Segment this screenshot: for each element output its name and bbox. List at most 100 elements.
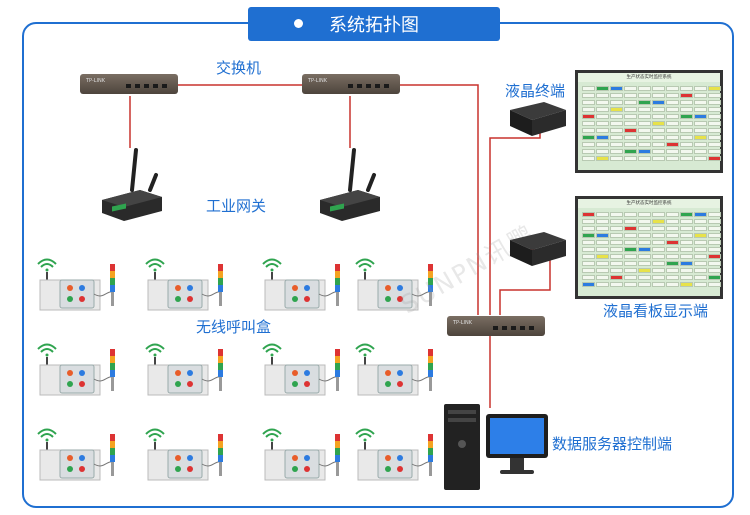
screen-cell bbox=[610, 121, 623, 126]
screen-cell bbox=[680, 93, 693, 98]
diagram-title: 系统拓扑图 bbox=[329, 15, 419, 36]
screen-cell bbox=[596, 240, 609, 245]
screen-cell bbox=[708, 254, 721, 259]
title-banner: 系统拓扑图 bbox=[248, 7, 500, 41]
screen-cell bbox=[652, 135, 665, 140]
screen-cell bbox=[680, 254, 693, 259]
screen-cell bbox=[666, 128, 679, 133]
screen-cell bbox=[708, 156, 721, 161]
screen-cell bbox=[582, 282, 595, 287]
screen-cell bbox=[610, 128, 623, 133]
screen-cell bbox=[708, 135, 721, 140]
screen-cell bbox=[666, 156, 679, 161]
screen-cell bbox=[610, 149, 623, 154]
screen-cell bbox=[708, 212, 721, 217]
call-box-1 bbox=[37, 258, 115, 311]
screen-cell bbox=[694, 135, 707, 140]
screen-cell bbox=[624, 142, 637, 147]
screen-cell bbox=[666, 268, 679, 273]
wifi-icon bbox=[355, 258, 375, 272]
screen-cell bbox=[638, 233, 651, 238]
screen-cell bbox=[708, 247, 721, 252]
tower-light-icon bbox=[428, 349, 433, 391]
screen-cell bbox=[652, 149, 665, 154]
screen-cell bbox=[624, 261, 637, 266]
lcd-board-label: 液晶看板显示端 bbox=[603, 302, 709, 320]
switch-3: TP-LINK bbox=[447, 316, 545, 336]
call-box-7 bbox=[262, 343, 340, 396]
screen-cell bbox=[638, 121, 651, 126]
wifi-icon bbox=[145, 428, 165, 442]
call-box-12 bbox=[355, 428, 433, 481]
screen-cell bbox=[666, 226, 679, 231]
wifi-icon bbox=[262, 428, 282, 442]
lcd-screen-2: 生产状态实时监控系统 bbox=[575, 196, 723, 299]
screen-cell bbox=[596, 247, 609, 252]
screen-cell bbox=[582, 219, 595, 224]
screen-cell bbox=[708, 100, 721, 105]
switch-2: TP-LINK bbox=[302, 74, 400, 94]
mini-pc-1 bbox=[510, 102, 566, 136]
screen-cell bbox=[596, 268, 609, 273]
screen-cell bbox=[582, 149, 595, 154]
screen-cell bbox=[680, 247, 693, 252]
screen-cell bbox=[666, 121, 679, 126]
screen-cell bbox=[624, 233, 637, 238]
screen-cell bbox=[666, 219, 679, 224]
tower-light-icon bbox=[218, 349, 223, 391]
gateway-2 bbox=[320, 148, 380, 221]
screen-cell bbox=[596, 282, 609, 287]
screen-cell bbox=[624, 107, 637, 112]
screen-cell bbox=[582, 142, 595, 147]
screen-cell bbox=[624, 128, 637, 133]
screen-cell bbox=[680, 268, 693, 273]
wifi-icon bbox=[262, 343, 282, 357]
screen-cell bbox=[596, 93, 609, 98]
screen-cell bbox=[652, 86, 665, 91]
screen-cell bbox=[638, 254, 651, 259]
screen-cell bbox=[596, 100, 609, 105]
screen-cell bbox=[638, 240, 651, 245]
wifi-icon bbox=[37, 428, 57, 442]
screen-cell bbox=[624, 156, 637, 161]
screen-cell bbox=[680, 135, 693, 140]
screen-cell bbox=[652, 247, 665, 252]
screen-cell bbox=[582, 247, 595, 252]
gateway-label: 工业网关 bbox=[206, 197, 267, 215]
screen-cell bbox=[596, 121, 609, 126]
screen-cell bbox=[680, 121, 693, 126]
screen-cell bbox=[694, 268, 707, 273]
screen-cell bbox=[610, 212, 623, 217]
lcd-screen-1: 生产状态实时监控系统 bbox=[575, 70, 723, 173]
screen-cell bbox=[582, 240, 595, 245]
screen-cell bbox=[610, 226, 623, 231]
screen-cell bbox=[624, 254, 637, 259]
screen-cell bbox=[624, 100, 637, 105]
screen-cell bbox=[582, 135, 595, 140]
screen-cell bbox=[708, 107, 721, 112]
screen-cell bbox=[596, 156, 609, 161]
screen-cell bbox=[638, 100, 651, 105]
screen-cell bbox=[680, 282, 693, 287]
call-box-5 bbox=[37, 343, 115, 396]
call-box-11 bbox=[262, 428, 340, 481]
screen-cell bbox=[638, 93, 651, 98]
call-box-10 bbox=[145, 428, 223, 481]
screen-cell bbox=[652, 282, 665, 287]
screen-cell bbox=[666, 93, 679, 98]
gateway-1 bbox=[102, 148, 162, 221]
screen-cell bbox=[652, 254, 665, 259]
server-label: 数据服务器控制端 bbox=[552, 435, 673, 453]
screen-cell bbox=[708, 114, 721, 119]
call-box-grid bbox=[37, 258, 433, 481]
screen-cell bbox=[708, 233, 721, 238]
screen-cell bbox=[638, 135, 651, 140]
wifi-icon bbox=[355, 428, 375, 442]
wifi-icon bbox=[262, 258, 282, 272]
screen-cell bbox=[694, 149, 707, 154]
screen-cell bbox=[582, 212, 595, 217]
screen-cell bbox=[610, 107, 623, 112]
screen-cell bbox=[652, 233, 665, 238]
screen-cell bbox=[624, 240, 637, 245]
screen-cell bbox=[652, 114, 665, 119]
